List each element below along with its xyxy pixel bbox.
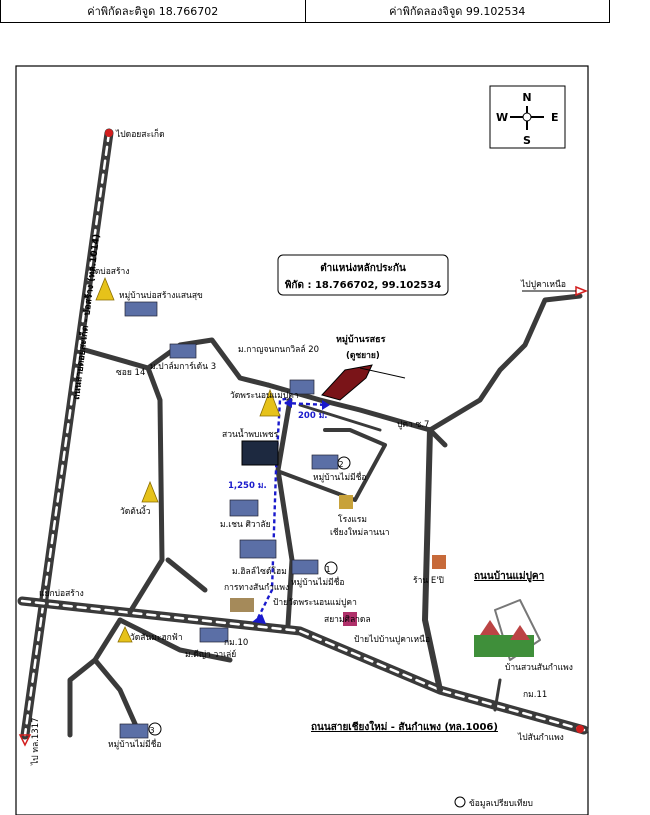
house-icon-shen	[229, 499, 259, 517]
house-icon-vill2	[311, 454, 339, 470]
san-kamphaeng-endpoint	[576, 725, 584, 733]
marker-2	[337, 456, 351, 470]
label-wat-san-ma: วัดสันมะฮกฟ้า	[130, 632, 183, 643]
road-to-north	[427, 293, 583, 433]
label-sankamphaeng-way: การทางสันกำแพง	[224, 583, 289, 593]
label-km11: กม.11	[523, 690, 547, 700]
property-parcel	[321, 364, 373, 401]
silk-shop-icon	[343, 612, 357, 626]
label-to-doi-saket: ไปดอยสะเก็ด	[115, 128, 165, 140]
compass-e: E	[551, 111, 559, 124]
road-1317-arrow	[18, 734, 32, 747]
route-path	[256, 396, 329, 619]
road-mae-pu-kha	[422, 427, 443, 693]
house-icon-diva	[199, 627, 229, 643]
compass-w: W	[496, 111, 508, 124]
label-road-1014: ถนนสายดอยสะเก็ด - บ่อสร้าง (ทล.1014)	[69, 233, 102, 400]
label-vill-san-kamphaeng: บ้านสวนสันกำแพง	[505, 662, 573, 673]
label-vill-bo-sang: หมู่บ้านบ่อสร้างแสนสุข	[119, 290, 203, 301]
compass-s: S	[523, 134, 531, 147]
label-road-mae-pu-kha: ถนนบ้านแม่ปูคา	[474, 570, 544, 583]
route-arrow-left	[284, 398, 292, 408]
route-arrow-right	[322, 400, 330, 410]
compass-n: N	[522, 91, 531, 104]
label-m-kanchanakan: ม.กาญจนกนกวิลล์ 20	[238, 344, 319, 355]
shop-icon	[432, 555, 446, 569]
village-sankamphaeng-icon	[474, 620, 534, 657]
label-m-silver: ม.ฮิลล์ไซด์โฮม	[232, 566, 287, 577]
location-callout: ตำแหน่งหลักประกัน พิกัด : 18.766702, 99.…	[277, 254, 449, 296]
label-to-1317: ไป ทล.1317	[30, 717, 41, 766]
marker-1	[324, 561, 338, 575]
label-sign-wat: ป้ายวัดพระนอนแม่ปูคา	[273, 597, 357, 608]
label-dist-1250: 1,250 ม.	[228, 481, 267, 491]
header-bar: ค่าพิกัดละติจูด 18.766702 ค่าพิกัดลองจิจ…	[0, 0, 610, 23]
callout-title: ตำแหน่งหลักประกัน	[320, 262, 406, 274]
legend-circle	[454, 796, 466, 808]
house-icon-kanchana	[289, 379, 315, 395]
label-soi-14: ซอย 14	[116, 368, 145, 378]
park-image	[241, 440, 279, 466]
label-vill-rot-sub: (ดูชยาย)	[346, 351, 380, 361]
temple-icon-bo-sang	[95, 276, 115, 301]
label-m-palm: ม.ปาล์มการ์เด้น 3	[150, 361, 216, 372]
label-km10: กม.10	[224, 638, 248, 648]
doi-saket-endpoint	[105, 129, 113, 137]
label-junction: แยกบ่อสร้าง	[39, 588, 84, 599]
house-icon-vill1	[291, 559, 319, 575]
temple-icon-phra-non	[259, 388, 281, 417]
pu-kha-nuea-arrow	[575, 285, 589, 297]
label-vill-rot: หมู่บ้านรสธร	[336, 334, 386, 345]
highway-dept-icon	[230, 598, 254, 612]
callout-coords: พิกัด : 18.766702, 99.102534	[285, 279, 441, 291]
label-to-pu-kha-nuea: ไปปูคาเหนือ	[520, 279, 566, 290]
temple-icon-ton-ngio	[141, 480, 159, 503]
label-num1: 1	[325, 565, 330, 574]
label-num3: 3	[149, 726, 154, 735]
route-arrow-start	[252, 614, 266, 624]
roads	[17, 128, 589, 740]
label-num2: 2	[338, 460, 343, 469]
label-road-1006: ถนนสายเชียงใหม่ - สันกำแพง (ทล.1006)	[311, 720, 498, 733]
house-icon-silver	[239, 539, 277, 559]
road-1006	[17, 596, 589, 735]
label-sign-pu-kha: ป้ายไปบ้านปูคาเหนือ	[354, 634, 430, 645]
label-wat-bo-sang: วัดบ่อสร้าง	[90, 266, 129, 277]
label-pu-kha-7: ปูคา ซ.7	[397, 420, 429, 430]
house-icon-palm	[169, 343, 197, 359]
label-wat-ton-ngio: วัดต้นงิ้ว	[120, 505, 151, 517]
hotel-icon	[339, 495, 353, 509]
label-vill1: หมู่บ้านไม่มีชื่อ	[291, 576, 345, 588]
longitude-text: ค่าพิกัดลองจิจูด 99.102534	[389, 5, 526, 18]
label-dist-200: 200 ม.	[298, 411, 328, 421]
label-m-shen: ม.เชน ศิวาลัย	[220, 520, 271, 530]
label-vill3: หมู่บ้านไม่มีชื่อ	[108, 738, 162, 750]
map-frame	[15, 65, 589, 815]
house-icon-bo-sang	[124, 301, 158, 317]
marker-3	[148, 722, 162, 736]
label-park: สวนน้ำพบเพชร	[222, 428, 279, 440]
label-shop: ร้าน E'ปิ	[413, 575, 444, 586]
temple-icon-san-ma	[117, 626, 133, 643]
label-to-san-kamphaeng: ไปสันกำแพง	[517, 732, 564, 743]
label-hotel2: เชียงใหม่ลานนา	[330, 527, 390, 538]
label-vill2: หมู่บ้านไม่มีชื่อ	[313, 471, 367, 483]
label-legend: ข้อมูลเปรียบเทียบ	[469, 798, 533, 809]
label-wat-phra-non: วัดพระนอนแม่ปูคา	[230, 391, 299, 401]
label-siam-silk: สยามศิลาดล	[324, 615, 371, 625]
compass-rose: N S E W	[489, 85, 566, 149]
house-icon-vill3	[119, 723, 149, 739]
label-hotel: โรงแรม	[338, 514, 367, 525]
road-soi14	[82, 337, 271, 388]
latitude-text: ค่าพิกัดละติจูด 18.766702	[1, 0, 306, 22]
label-m-diva: ม.ดีญ่า วาเล่ย์	[185, 649, 236, 660]
road-pu-kha	[265, 382, 448, 448]
